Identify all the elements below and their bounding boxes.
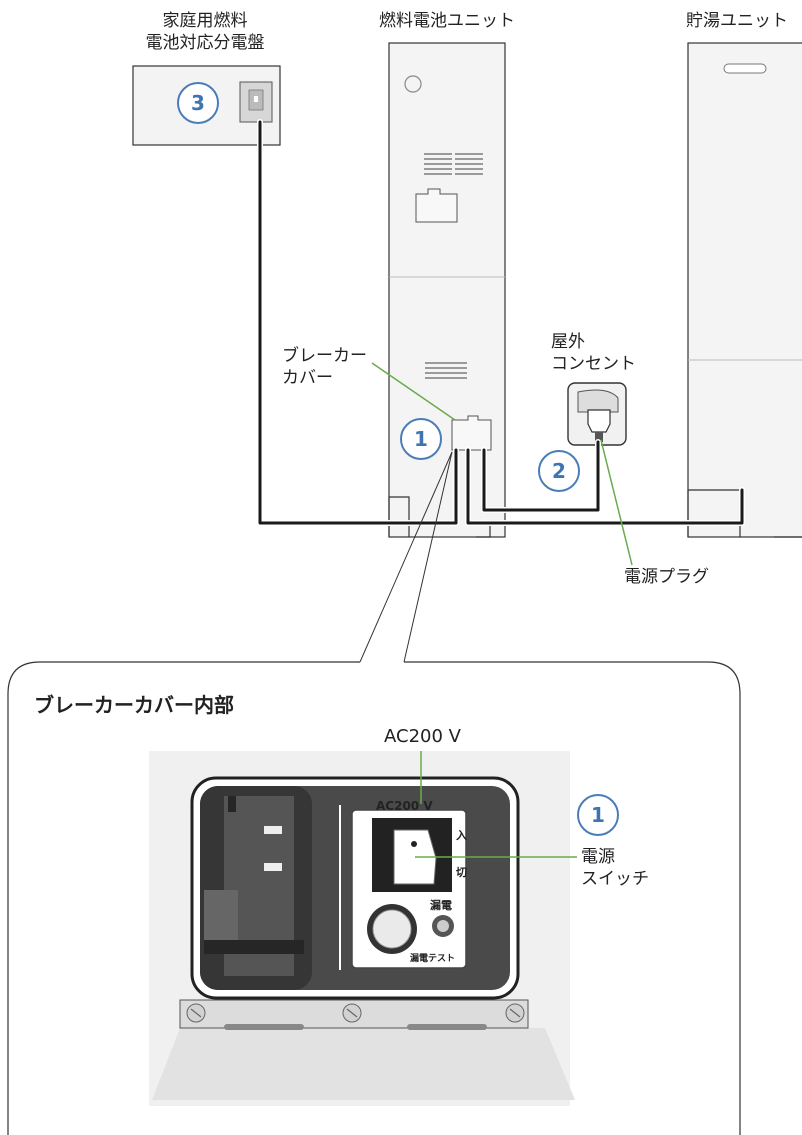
leak-label: 漏電 [430, 899, 452, 912]
breaker-cover-label: ブレーカー カバー [282, 345, 367, 389]
breaker-cover-line2: カバー [282, 368, 333, 388]
switch-off-label: 切 [456, 866, 467, 879]
breaker-cover-inside-title: ブレーカーカバー内部 [34, 693, 234, 717]
breaker-cover-line1: ブレーカー [282, 346, 367, 366]
badge-3: 3 [177, 82, 219, 124]
outdoor-outlet-label: 屋外 コンセント [551, 331, 636, 375]
distribution-panel-label: 家庭用燃料 電池対応分電盤 [145, 10, 265, 54]
detail-callout-box [7, 661, 741, 1135]
panel-label-line1: 家庭用燃料 [162, 11, 248, 31]
badge-1-detail: 1 [577, 794, 619, 836]
power-plug-label: 電源プラグ [624, 567, 709, 587]
outlet-label-line2: コンセント [551, 354, 636, 374]
panel-label-line2: 電池対応分電盤 [145, 33, 265, 53]
ac200-panel-text: AC200 V [376, 799, 433, 813]
badge-2: 2 [538, 450, 580, 492]
fuel-cell-unit-label: 燃料電池ユニット [379, 11, 515, 31]
power-switch-line2: スイッチ [581, 869, 649, 889]
outlet-label-line1: 屋外 [551, 332, 585, 352]
power-switch-line1: 電源 [581, 847, 615, 867]
leak-test-label: 漏電テスト [410, 954, 456, 964]
switch-on-label: 入 [456, 829, 467, 842]
power-switch-label: 電源 スイッチ [581, 846, 649, 890]
breaker-cover [451, 415, 492, 451]
ac200-callout-label: AC200 V [384, 726, 461, 747]
storage-unit-label: 貯湯ユニット [686, 11, 788, 31]
power-plug [587, 409, 611, 433]
storage-unit-body [687, 42, 802, 538]
badge-1-top: 1 [400, 418, 442, 460]
